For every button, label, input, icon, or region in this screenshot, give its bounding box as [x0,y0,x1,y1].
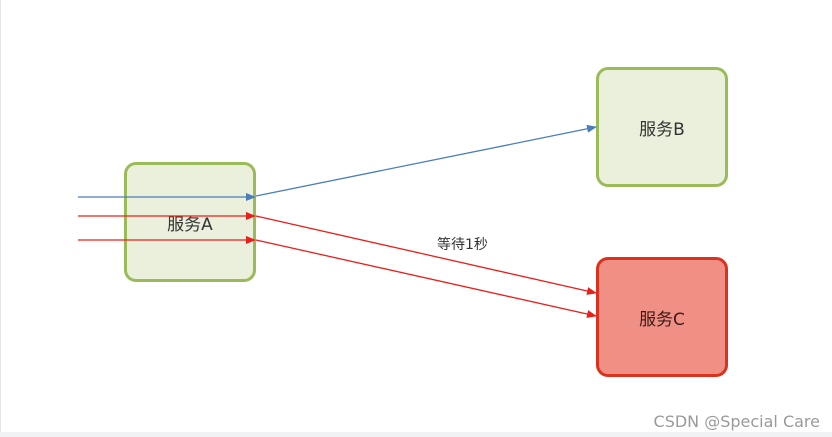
service-c-label: 服务C [639,309,685,330]
service-c-node: 服务C [596,257,728,377]
service-a-label: 服务A [167,214,213,235]
service-a-node: 服务A [124,162,256,282]
frame-border-left [0,0,1,433]
service-b-label: 服务B [639,119,685,140]
wait-one-second-label: 等待1秒 [437,237,488,253]
blue-a-to-b-arrow [255,124,597,197]
frame-border-bottom [0,432,832,437]
service-b-node: 服务B [596,67,728,187]
red-a-to-c-arrow-1 [255,215,597,295]
csdn-watermark: CSDN @Special Care [653,412,820,431]
red-a-to-c-arrow-2 [255,239,597,318]
